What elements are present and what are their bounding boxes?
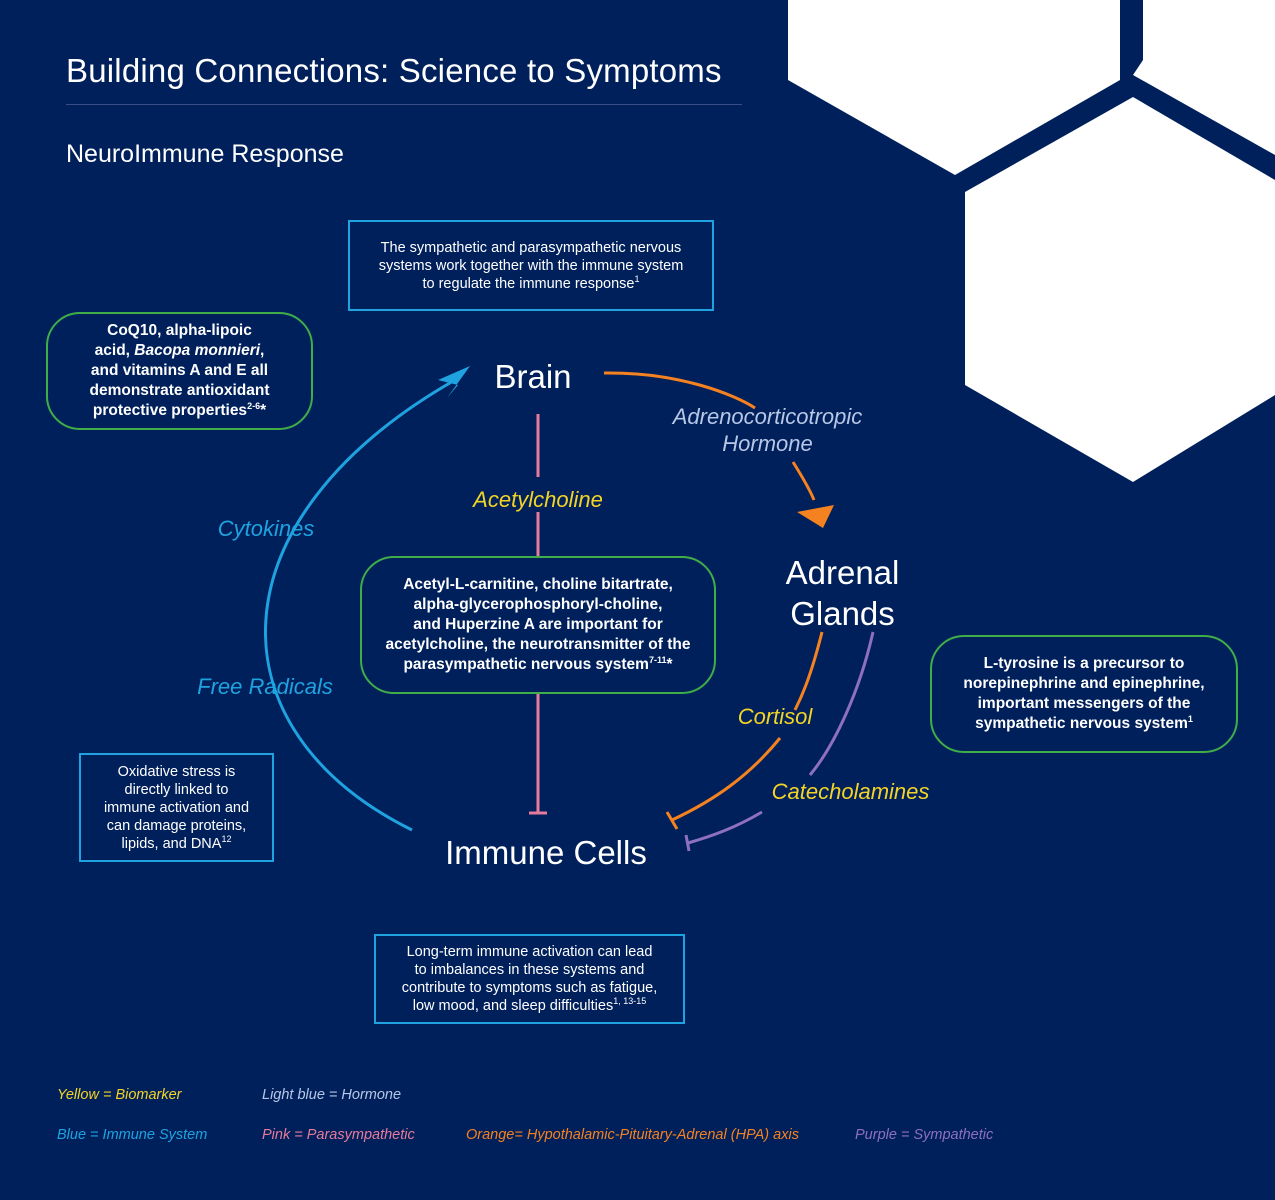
immune-to-brain-arc <box>264 378 456 832</box>
catecholamines-inhibit-bar <box>684 834 691 852</box>
reference-superscript: 2-6 <box>247 400 261 411</box>
legend-pink: Pink = Parasympathetic <box>262 1127 415 1143</box>
info-box-acetylcholine-line2: alpha-glycerophosphoryl-choline, <box>413 596 663 613</box>
node-adrenal-line2: Glands <box>790 595 895 632</box>
info-box-acetylcholine-line4: acetylcholine, the neurotransmitter of t… <box>385 636 691 653</box>
reference-superscript: 12 <box>221 833 232 844</box>
label-cytokines: Cytokines <box>217 516 315 541</box>
catecholamines-arc-lower <box>687 810 763 845</box>
info-box-tyrosine-line3: important messengers of the <box>977 695 1191 712</box>
decorative-hexagon-top <box>788 0 1120 175</box>
cortisol-inhibit-bar <box>665 811 679 830</box>
catecholamines-arc <box>808 631 875 776</box>
info-box-acetylcholine: Acetyl-L-carnitine, choline bitartrate, … <box>360 556 716 694</box>
info-box-longterm-line4: low mood, and sleep difficulties1, 13-15 <box>412 996 647 1014</box>
info-box-oxidative-stress: Oxidative stress is directly linked to i… <box>79 753 274 862</box>
acth-arrowhead <box>797 505 834 528</box>
cortisol-arc-lower <box>671 737 782 822</box>
info-box-antioxidants-line1: CoQ10, alpha-lipoic <box>107 322 252 339</box>
title-divider <box>66 104 742 105</box>
info-box-oxidative-line1: Oxidative stress is <box>117 763 236 780</box>
info-box-antioxidants: CoQ10, alpha-lipoic acid, Bacopa monnier… <box>46 312 313 430</box>
info-box-acetylcholine-line1: Acetyl-L-carnitine, choline bitartrate, <box>403 576 673 593</box>
label-acetylcholine: Acetylcholine <box>473 487 603 512</box>
node-adrenal-glands: Adrenal Glands <box>760 552 925 634</box>
legend-light-blue: Light blue = Hormone <box>262 1087 402 1103</box>
info-box-antioxidants-line5: protective properties2-6* <box>92 400 267 419</box>
info-box-long-term-activation: Long-term immune activation can lead to … <box>374 934 685 1024</box>
reference-superscript: 1 <box>1187 713 1193 724</box>
decorative-hexagon-top-right <box>1133 0 1275 155</box>
acth-arc-lower <box>791 461 816 501</box>
info-box-oxidative-line2: directly linked to <box>124 781 229 798</box>
info-box-acetylcholine-line3: and Huperzine A are important for <box>413 616 663 633</box>
legend-orange: Orange= Hypothalamic-Pituitary-Adrenal (… <box>466 1127 799 1143</box>
label-cortisol: Cortisol <box>737 704 813 729</box>
acth-arc <box>603 371 756 410</box>
info-box-antioxidants-line2: acid, Bacopa monnieri, <box>94 342 265 359</box>
page-subtitle: NeuroImmune Response <box>66 140 344 168</box>
info-box-acetylcholine-line5: parasympathetic nervous system7-11* <box>403 654 673 673</box>
info-box-regulation-line2: systems work together with the immune sy… <box>378 257 684 274</box>
label-acth-line1: Adrenocorticotropic <box>672 404 863 429</box>
info-box-tyrosine-line2: norepinephrine and epinephrine, <box>963 675 1205 692</box>
node-adrenal-line1: Adrenal <box>785 554 900 591</box>
info-box-longterm-line1: Long-term immune activation can lead <box>406 944 653 960</box>
info-box-tyrosine-line1: L-tyrosine is a precursor to <box>983 655 1185 672</box>
immune-to-brain-arrowhead <box>438 366 470 398</box>
label-acth: Adrenocorticotropic Hormone <box>645 403 890 457</box>
label-catecholamines: Catecholamines <box>771 779 930 804</box>
legend-yellow: Yellow = Biomarker <box>57 1087 182 1103</box>
info-box-tyrosine: L-tyrosine is a precursor to norepinephr… <box>930 635 1238 753</box>
info-box-longterm-line2: to imbalances in these systems and <box>414 962 645 978</box>
label-acth-line2: Hormone <box>722 431 813 456</box>
info-box-antioxidants-line4: demonstrate antioxidant <box>89 382 270 399</box>
cortisol-arc <box>793 631 824 711</box>
reference-superscript: 7-11 <box>648 654 667 665</box>
info-box-regulation: The sympathetic and parasympathetic nerv… <box>348 220 714 311</box>
info-box-oxidative-line4: can damage proteins, <box>106 817 247 834</box>
info-box-oxidative-line5: lipids, and DNA12 <box>121 833 232 852</box>
info-box-oxidative-line3: immune activation and <box>103 799 250 816</box>
info-box-tyrosine-line4: sympathetic nervous system1 <box>975 713 1193 732</box>
info-box-longterm-line3: contribute to symptoms such as fatigue, <box>401 980 658 996</box>
page-title: Building Connections: Science to Symptom… <box>66 52 722 89</box>
info-box-regulation-line1: The sympathetic and parasympathetic nerv… <box>380 239 682 256</box>
info-box-antioxidants-line3: and vitamins A and E all <box>90 362 269 379</box>
legend-blue: Blue = Immune System <box>57 1127 208 1143</box>
species-name: Bacopa monnieri <box>134 342 261 359</box>
legend-purple: Purple = Sympathetic <box>855 1127 994 1143</box>
label-free-radicals: Free Radicals <box>197 674 333 699</box>
reference-superscript: 1, 13-15 <box>613 996 647 1007</box>
reference-superscript: 1 <box>634 273 640 284</box>
info-box-regulation-line3: to regulate the immune response1 <box>422 273 640 292</box>
node-immune-cells: Immune Cells <box>445 834 647 871</box>
node-brain: Brain <box>494 358 572 395</box>
decorative-hexagon-right <box>965 97 1275 482</box>
